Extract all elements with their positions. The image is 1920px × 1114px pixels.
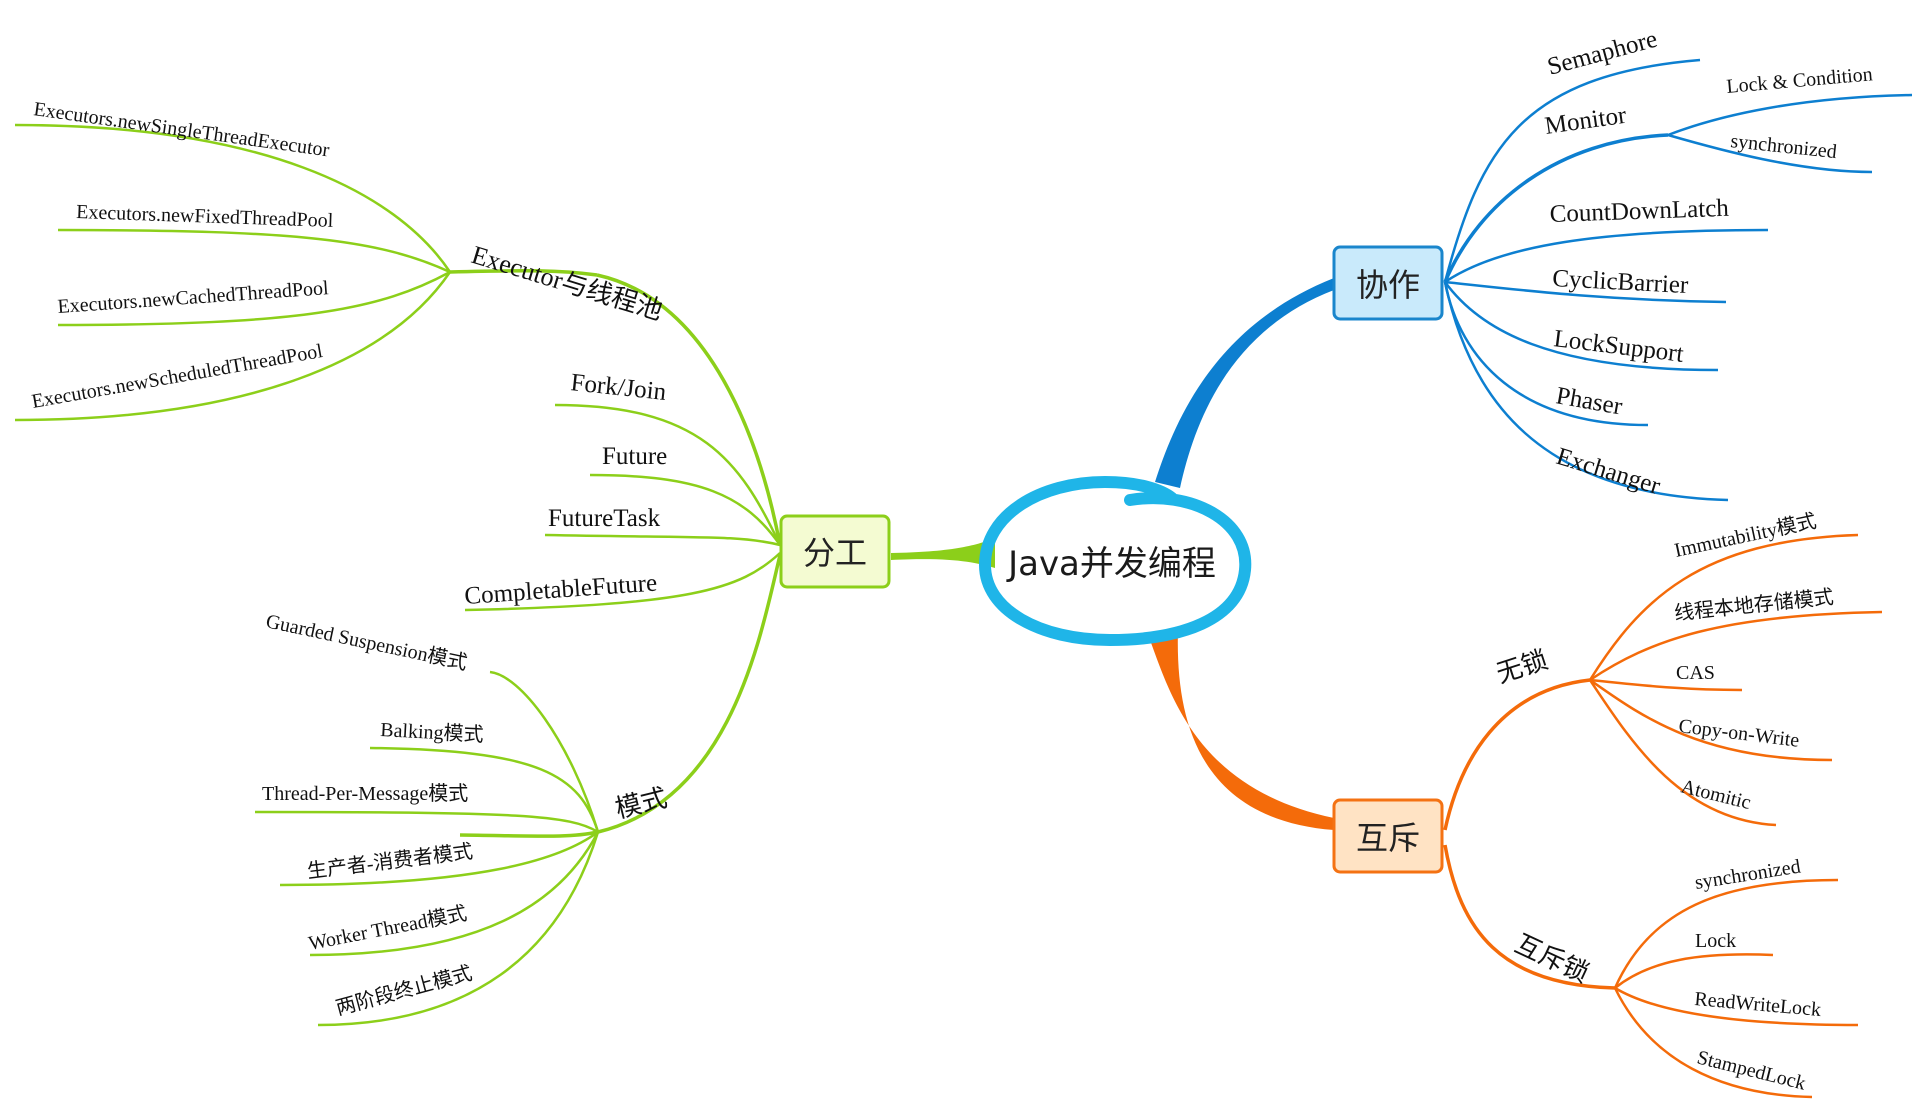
mutex-lines xyxy=(1443,533,1883,1099)
division-item-forkjoin[interactable]: Fork/Join xyxy=(569,369,668,406)
division-labels: Executor与线程池 Executors.newSingleThreadEx… xyxy=(30,98,670,1020)
locks-item-lock[interactable]: Lock xyxy=(1695,930,1736,952)
central-topic-ring xyxy=(978,475,1252,647)
executor-topic[interactable]: Executor与线程池 xyxy=(468,240,666,326)
coop-monitor-topic[interactable]: Monitor xyxy=(1543,102,1629,140)
division-lines xyxy=(14,123,782,1027)
division-item-completablefuture[interactable]: CompletableFuture xyxy=(464,570,658,610)
lockfree-item-copyonwrite[interactable]: Copy-on-Write xyxy=(1677,715,1800,752)
lockfree-item-cas[interactable]: CAS xyxy=(1676,662,1715,684)
hub-mutex[interactable]: 互斥 xyxy=(1332,798,1444,874)
pattern-item-thread-per-message[interactable]: Thread-Per-Message模式 xyxy=(262,782,468,805)
center-to-division-branch xyxy=(891,538,995,568)
monitor-item-synchronized[interactable]: synchronized xyxy=(1729,130,1837,163)
coop-item-semaphore[interactable]: Semaphore xyxy=(1545,26,1661,81)
locks-item-stampedlock[interactable]: StampedLock xyxy=(1695,1047,1808,1095)
center-to-mutex-branch xyxy=(1150,630,1334,830)
executor-item-fixed[interactable]: Executors.newFixedThreadPool xyxy=(76,201,334,232)
coop-item-locksupport[interactable]: LockSupport xyxy=(1552,325,1685,368)
hub-mutex-box xyxy=(1332,798,1444,874)
mutex-lockfree-topic[interactable]: 无锁 xyxy=(1493,645,1551,689)
executor-item-single[interactable]: Executors.newSingleThreadExecutor xyxy=(32,98,331,161)
lockfree-item-atomitic[interactable]: Atomitic xyxy=(1679,776,1753,815)
pattern-item-balking[interactable]: Balking模式 xyxy=(380,718,484,746)
central-topic-label: Java并发编程 xyxy=(1006,544,1216,584)
executor-item-cached[interactable]: Executors.newCachedThreadPool xyxy=(57,277,330,318)
pattern-item-guarded[interactable]: Guarded Suspension模式 xyxy=(264,609,469,674)
hub-mutex-label: 互斥 xyxy=(1356,819,1420,857)
pattern-topic[interactable]: 模式 xyxy=(612,783,669,824)
hub-cooperation-box xyxy=(1332,245,1444,321)
hub-cooperation-label: 协作 xyxy=(1356,266,1420,304)
hub-division[interactable]: 分工 xyxy=(779,514,891,589)
coop-item-countdownlatch[interactable]: CountDownLatch xyxy=(1549,195,1729,228)
division-item-future[interactable]: Future xyxy=(602,443,667,470)
lockfree-item-threadlocal[interactable]: 线程本地存储模式 xyxy=(1673,585,1835,625)
lockfree-item-immutability[interactable]: Immutability模式 xyxy=(1672,509,1818,562)
coop-item-exchanger[interactable]: Exchanger xyxy=(1553,443,1664,500)
executor-item-scheduled[interactable]: Executors.newScheduledThreadPool xyxy=(30,340,325,413)
cooperation-lines xyxy=(1443,58,1913,502)
pattern-item-two-phase[interactable]: 两阶段终止模式 xyxy=(333,961,474,1019)
pattern-item-worker-thread[interactable]: Worker Thread模式 xyxy=(307,902,469,955)
central-topic[interactable]: Java并发编程 xyxy=(978,475,1252,647)
monitor-item-lock-condition[interactable]: Lock & Condition xyxy=(1726,63,1874,98)
hub-division-box xyxy=(779,514,891,589)
cooperation-labels: Semaphore Monitor Lock & Condition synch… xyxy=(1543,26,1873,501)
hub-division-label: 分工 xyxy=(803,534,867,572)
hub-cooperation[interactable]: 协作 xyxy=(1332,245,1444,321)
division-item-futuretask[interactable]: FutureTask xyxy=(548,505,661,532)
center-to-cooperation-branch xyxy=(1155,278,1334,488)
